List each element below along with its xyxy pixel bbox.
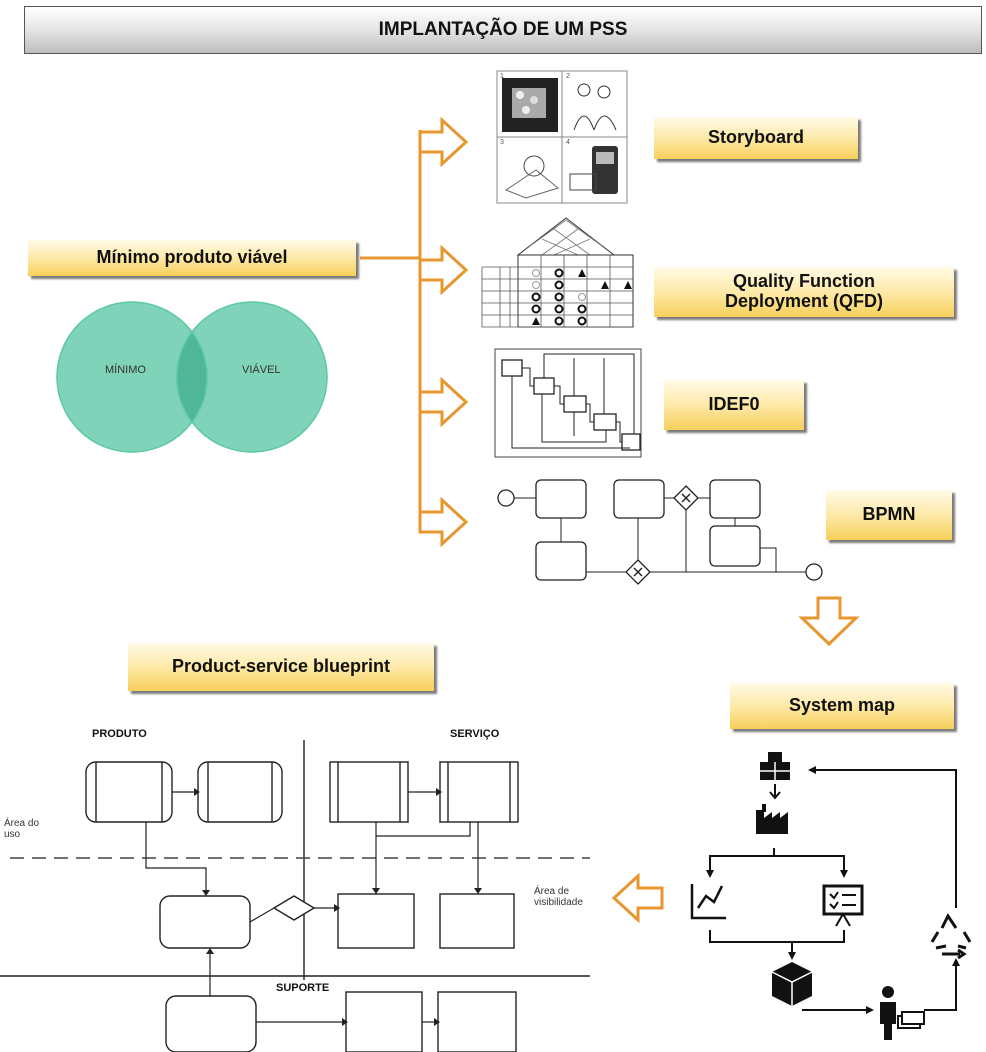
left-arrow-icon [611,872,664,924]
qfd-label: Quality Function Deployment (QFD) [654,267,954,317]
blueprint-servico-heading: SERVIÇO [450,728,500,740]
package-icon [771,962,813,1006]
bpmn-label: BPMN [826,490,952,540]
system-map-label: System map [730,683,954,729]
idef0-illustration [494,348,642,458]
qfd-label-line2: Deployment (QFD) [724,291,883,311]
arrow-qfd-icon [418,244,469,296]
blueprint-diagram [0,740,590,1052]
qfd-label-line1: Quality Function [733,271,875,292]
venn-label-minimo: MÍNIMO [105,364,146,376]
warehouse-icon [760,752,790,780]
blueprint-area-visibilidade: Área de visibilidade [534,886,583,908]
storyboard-illustration [496,70,628,204]
storyboard-label: Storyboard [654,117,858,159]
blueprint-produto-heading: PRODUTO [92,728,147,740]
arrow-storyboard-icon [418,116,469,168]
arrow-idef0-icon [418,376,469,428]
factory-icon [756,810,788,834]
qfd-house-illustration [481,217,634,328]
bpmn-illustration [497,479,823,585]
system-map-diagram [690,752,972,1040]
customer-payment-icon [880,986,925,1040]
storyboard-panel-3: 3 [500,139,504,146]
storyboard-panel-2: 2 [566,73,570,80]
presentation-board-icon [822,884,864,927]
blueprint-area-uso: Área do uso [4,818,40,840]
arrow-bpmn-icon [418,496,469,548]
idef0-label: IDEF0 [664,380,804,430]
mvp-label: Mínimo produto viável [28,240,356,276]
venn-diagram [56,301,328,453]
recycle-icon [930,913,972,960]
page-title: IMPLANTAÇÃO DE UM PSS [24,6,982,54]
blueprint-label: Product-service blueprint [128,643,434,691]
down-arrow-icon [798,596,860,647]
storyboard-panel-4: 4 [566,139,570,146]
blueprint-suporte-heading: SUPORTE [276,982,330,994]
chart-line-icon [690,884,726,920]
down-small-arrow-icon [769,784,781,800]
storyboard-panel-1: 1 [500,73,504,80]
branch-connector [360,116,469,548]
venn-label-viavel: VIÁVEL [242,364,281,376]
